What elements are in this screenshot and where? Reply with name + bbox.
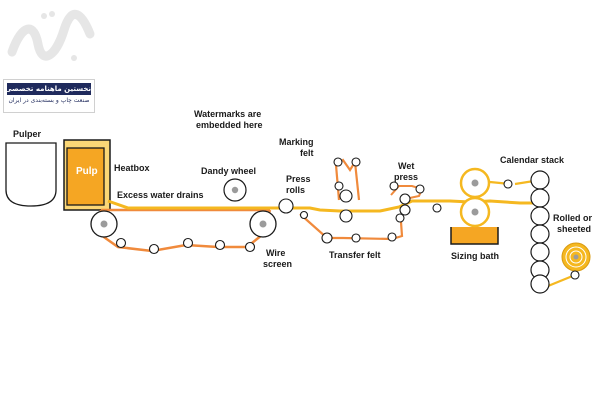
wire-roller-left	[90, 210, 118, 238]
paper-roll	[561, 242, 591, 272]
watermarks-label-line2: embedded here	[196, 120, 263, 130]
sizing-bath-label: Sizing bath	[451, 251, 499, 261]
idler-rollers	[115, 157, 580, 280]
logo-badge: نخستین ماهنامه تخصصی صنعت چاپ و بسته‌بند…	[3, 79, 95, 113]
rolled-label-line2: sheeted	[557, 224, 591, 234]
wire-screen-label-line1: Wire	[266, 248, 285, 258]
marking-felt-loop	[334, 158, 361, 201]
transfer-felt-label: Transfer felt	[329, 250, 381, 260]
sizing-roll-top	[459, 167, 491, 199]
badge-title: نخستین ماهنامه تخصصی	[7, 83, 91, 95]
pulper-label: Pulper	[13, 129, 42, 139]
rolled-label-line1: Rolled or	[553, 213, 592, 223]
badge-subtitle: صنعت چاپ و بسته‌بندی در ایران	[8, 97, 90, 104]
watermark-logo	[4, 4, 96, 66]
wet-press-label-line2: press	[394, 172, 418, 182]
pulp-label: Pulp	[76, 166, 98, 177]
wire-screen-label-line2: screen	[263, 259, 292, 269]
sizing-roll-bottom	[459, 196, 491, 228]
press-rolls-label-line1: Press	[286, 174, 311, 184]
excess-water-label: Excess water drains	[117, 190, 204, 200]
wire-roller-right	[249, 210, 277, 238]
calendar-stack	[530, 170, 550, 294]
calendar-stack-label: Calendar stack	[500, 155, 565, 165]
pulp-container	[66, 147, 105, 206]
heatbox-label: Heatbox	[114, 163, 150, 173]
watermarks-label-line1: Watermarks are	[194, 109, 261, 119]
sizing-bath	[450, 227, 499, 245]
dandy-wheel	[223, 178, 247, 202]
wet-press-label-line1: Wet	[398, 161, 414, 171]
dandy-wheel-label: Dandy wheel	[201, 166, 256, 176]
press-rolls-label-line2: rolls	[286, 185, 305, 195]
marking-felt-label-line1: Marking	[279, 137, 314, 147]
pulper-vat	[5, 142, 57, 207]
marking-felt-label-line2: felt	[300, 148, 314, 158]
